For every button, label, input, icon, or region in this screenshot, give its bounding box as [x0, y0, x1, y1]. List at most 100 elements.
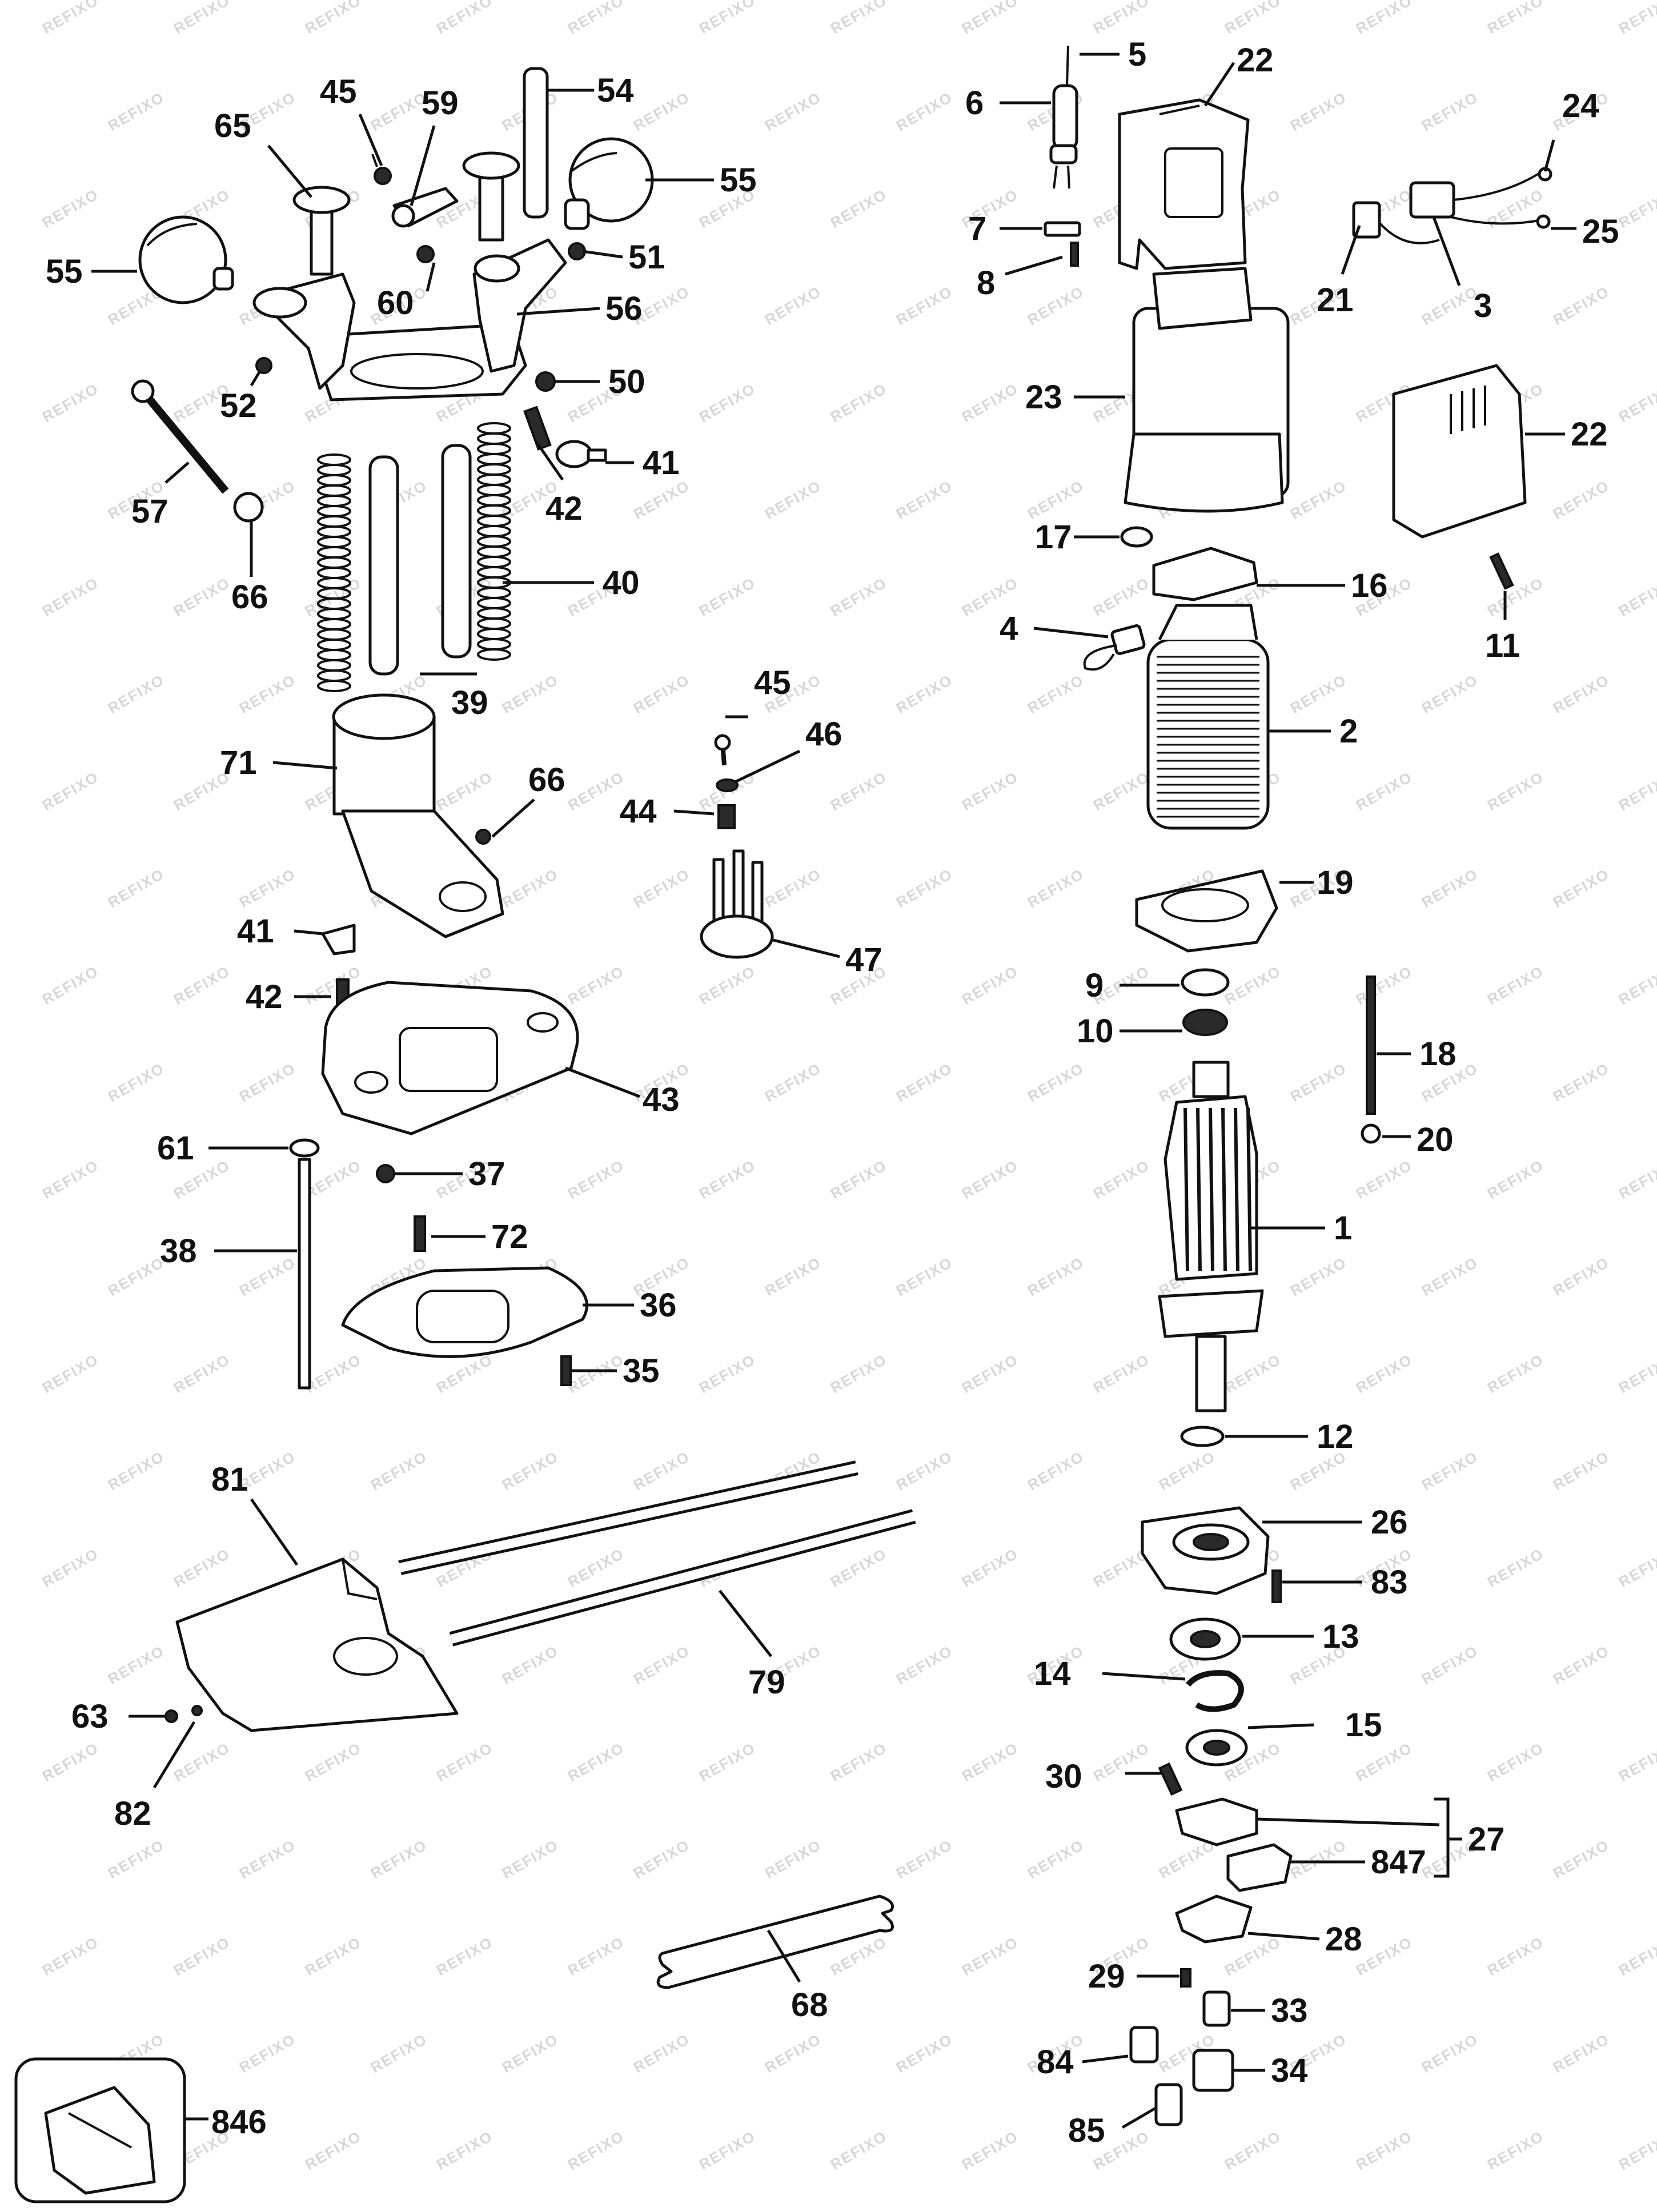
watermark-text: REFIXO: [39, 962, 102, 1008]
watermark-text: REFIXO: [1353, 768, 1415, 814]
watermark-text: REFIXO: [631, 865, 693, 911]
watermark-text: REFIXO: [893, 1254, 956, 1299]
part-16-brush-holder: [1152, 547, 1258, 601]
watermark-text: REFIXO: [1419, 283, 1481, 328]
part-72-screw: [414, 1215, 426, 1252]
spring-coil: [477, 535, 511, 548]
watermark-text: REFIXO: [1550, 283, 1612, 328]
watermark-text: REFIXO: [1025, 865, 1087, 911]
part-pin: [462, 151, 520, 242]
watermark-text: REFIXO: [1025, 1059, 1087, 1105]
part-45-screw: [371, 154, 392, 185]
label-85: 85: [1068, 2112, 1105, 2149]
label-3: 3: [1474, 287, 1492, 324]
label-44: 44: [620, 793, 657, 830]
label-27: 27: [1468, 1821, 1505, 1858]
part-56-upper-housing: [252, 238, 567, 402]
label-23: 23: [1025, 379, 1062, 416]
label-57: 57: [131, 493, 168, 530]
watermark-text: REFIXO: [1287, 1254, 1350, 1299]
watermark-text: REFIXO: [1353, 1351, 1415, 1396]
spring-coil: [477, 556, 511, 568]
watermark-text: REFIXO: [39, 1545, 102, 1591]
label-9: 9: [1085, 967, 1104, 1004]
watermark-text: REFIXO: [1222, 0, 1284, 37]
watermark-text: REFIXO: [893, 283, 956, 328]
armature-slot: [1221, 1107, 1227, 1271]
spring-coil: [477, 463, 511, 476]
part-42-spring: [523, 406, 552, 451]
spring-coil: [317, 453, 351, 466]
watermark-text: REFIXO: [828, 2127, 890, 2173]
watermark-text: REFIXO: [565, 1545, 627, 1591]
watermark-text: REFIXO: [696, 0, 759, 37]
part-2-stator-field: [1146, 604, 1270, 830]
part-6-cable-sleeve: [1049, 45, 1078, 189]
watermark-text: REFIXO: [39, 1351, 102, 1396]
label-25: 25: [1582, 213, 1619, 250]
part-13-bearing: [1169, 1617, 1241, 1661]
armature-slot: [1196, 1107, 1202, 1271]
watermark-text: REFIXO: [828, 0, 890, 37]
watermark-text: REFIXO: [1090, 0, 1153, 37]
part-66-small-nut: [475, 829, 491, 845]
spring-coil: [317, 525, 351, 538]
label-846: 846: [211, 2103, 267, 2141]
watermark-text: REFIXO: [1025, 1254, 1087, 1299]
watermark-text: REFIXO: [1485, 1545, 1547, 1591]
label-35: 35: [623, 1352, 660, 1390]
label-16: 16: [1351, 567, 1388, 604]
label-21: 21: [1317, 282, 1354, 319]
watermark-text: REFIXO: [762, 1254, 824, 1299]
watermark-text: REFIXO: [959, 2127, 1021, 2173]
watermark-text: REFIXO: [499, 2030, 561, 2076]
watermark-text: REFIXO: [368, 89, 430, 134]
spring-coil: [317, 515, 351, 528]
watermark-text: REFIXO: [828, 380, 890, 425]
spring-coil: [317, 546, 351, 559]
label-4: 4: [1000, 610, 1018, 647]
watermark-text: REFIXO: [1550, 1642, 1612, 1688]
spring-coil: [317, 474, 351, 487]
watermark-text: REFIXO: [236, 2030, 299, 2076]
watermark-text: REFIXO: [105, 1642, 167, 1688]
watermark-text: REFIXO: [696, 2127, 759, 2173]
label-41-low: 41: [237, 913, 274, 950]
label-11: 11: [1485, 627, 1520, 664]
watermark-text: REFIXO: [105, 1254, 167, 1299]
watermark-text: REFIXO: [1616, 1351, 1657, 1396]
spring-coil: [477, 597, 511, 609]
part-66-nut: [233, 492, 264, 523]
label-54: 54: [597, 72, 634, 109]
watermark-text: REFIXO: [959, 0, 1021, 37]
spring-coil: [477, 648, 511, 661]
watermark-text: REFIXO: [1550, 865, 1612, 911]
watermark-text: REFIXO: [302, 1739, 364, 1785]
part-33-collet: [1202, 1990, 1231, 2027]
part-18-screw: [1366, 975, 1376, 1115]
part-8-screw: [1070, 242, 1079, 267]
watermark-text: REFIXO: [1616, 1157, 1657, 1202]
watermark-text: REFIXO: [1419, 1254, 1481, 1299]
watermark-text: REFIXO: [565, 1739, 627, 1785]
watermark-text: REFIXO: [1485, 962, 1547, 1008]
label-10: 10: [1077, 1013, 1114, 1050]
watermark-text: REFIXO: [1353, 2127, 1415, 2173]
watermark-text: REFIXO: [1550, 1059, 1612, 1105]
watermark-text: REFIXO: [171, 1545, 233, 1591]
spring-coil: [317, 628, 351, 641]
part-35-screw: [560, 1355, 572, 1386]
label-45-top: 45: [320, 73, 357, 110]
armature-slot: [1234, 1107, 1239, 1271]
part-45-46-44-screw-set: [714, 734, 739, 829]
watermark-text: REFIXO: [1287, 477, 1350, 523]
part-7-cord-clamp: [1044, 221, 1081, 237]
watermark-text: REFIXO: [1485, 1351, 1547, 1396]
label-847: 847: [1371, 1844, 1426, 1881]
watermark-text: REFIXO: [1616, 1933, 1657, 1979]
part-22-handle-top: [1118, 98, 1250, 270]
part-81-side-fence: [175, 1557, 459, 1732]
watermark-text: REFIXO: [1616, 962, 1657, 1008]
watermark-text: REFIXO: [368, 1836, 430, 1882]
watermark-text: REFIXO: [959, 1157, 1021, 1202]
